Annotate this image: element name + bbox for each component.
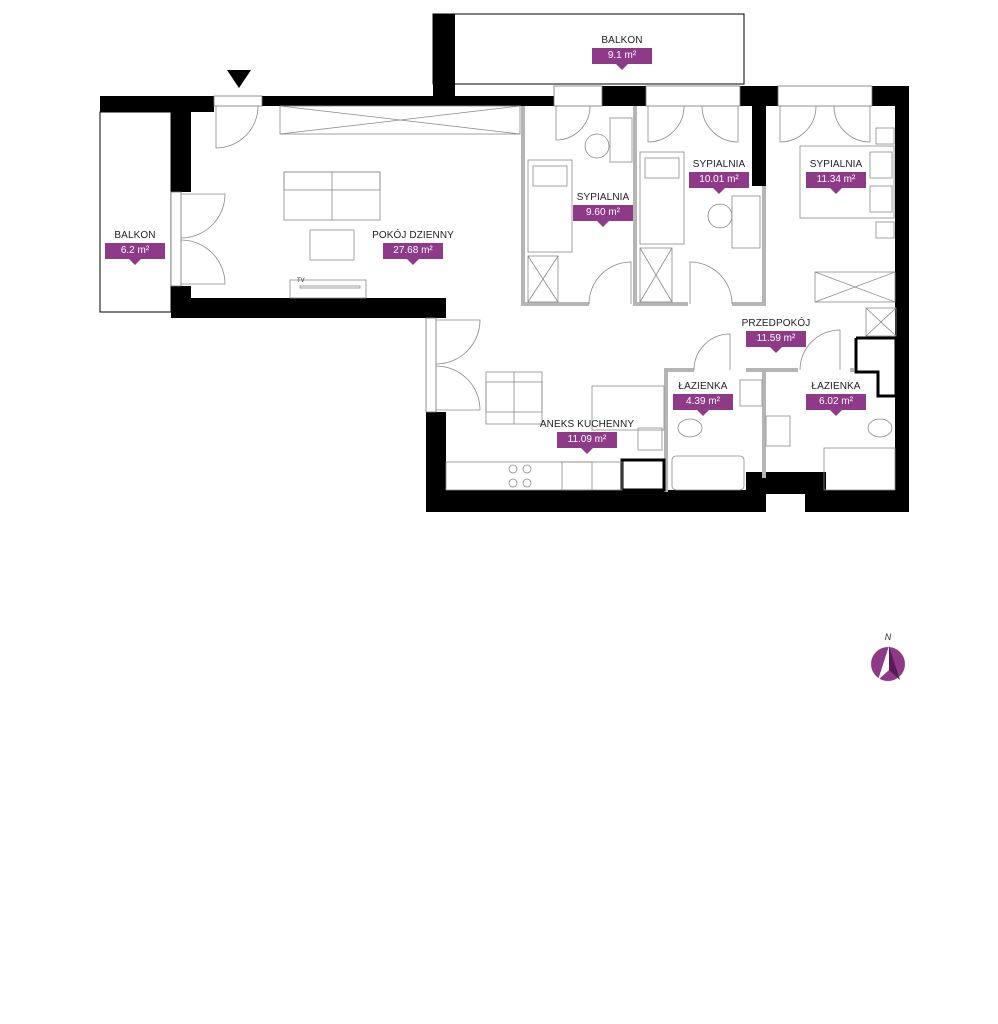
tv-label: TV (297, 278, 305, 284)
area-tag-sypialnia-1: 9.60 m² (573, 205, 633, 227)
area-tag-lazienka-2: 6.02 m² (806, 394, 866, 416)
compass-label: N (884, 632, 892, 642)
room-name-lazienka-1: ŁAZIENKA (678, 381, 728, 392)
balcony-top-outline (432, 13, 745, 85)
area-tag-aneks-kuchenny: 11.09 m² (557, 432, 617, 454)
room-name-aneks-kuchenny: ANEKS KUCHENNY (539, 419, 635, 430)
area-tag-pokoj-dzienny: 27.68 m² (383, 243, 443, 265)
compass-north-icon (871, 646, 905, 681)
area-tag-sypialnia-3: 11.34 m² (806, 172, 866, 194)
door-swings (180, 105, 871, 411)
room-name-pokoj-dzienny: POKÓJ DZIENNY (372, 230, 454, 241)
balcony-left-outline (99, 111, 172, 313)
interior-partitions (521, 106, 854, 492)
area-tag-lazienka-1: 4.39 m² (673, 394, 733, 416)
room-name-sypialnia-3: SYPIALNIA (809, 159, 863, 170)
room-name-przedpokoj: PRZEDPOKÓJ (741, 318, 811, 329)
room-name-lazienka-2: ŁAZIENKA (811, 381, 861, 392)
area-tag-balkon-left: 6.2 m² (105, 243, 165, 265)
exterior-walls (100, 14, 909, 512)
furniture (279, 105, 897, 491)
windows (170, 85, 873, 413)
area-tag-przedpokoj: 11.59 m² (746, 331, 806, 353)
shafts (620, 336, 898, 492)
area-tag-sypialnia-2: 10.01 m² (689, 172, 749, 194)
room-name-sypialnia-2: SYPIALNIA (692, 159, 746, 170)
room-name-balkon-top: BALKON (601, 35, 643, 46)
entrance-arrow-icon (227, 70, 251, 88)
area-tag-balkon-top: 9.1 m² (592, 48, 652, 70)
room-name-balkon-left: BALKON (114, 230, 156, 241)
room-name-sypialnia-1: SYPIALNIA (576, 192, 630, 203)
